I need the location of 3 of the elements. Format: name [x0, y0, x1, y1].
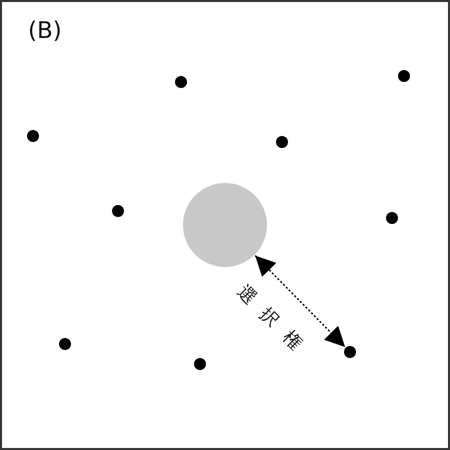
- edge-label: 選択権: [234, 283, 314, 364]
- double-headed-arrow: [254, 255, 346, 348]
- panel-title: (B): [28, 18, 62, 46]
